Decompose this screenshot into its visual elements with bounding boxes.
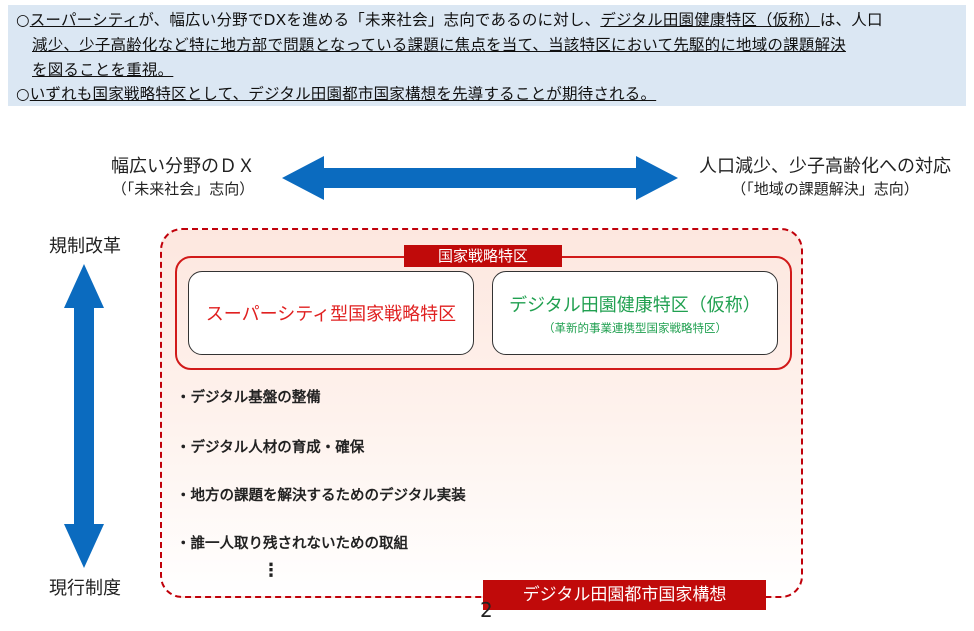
ellipsis-icon: ⋮	[262, 560, 280, 581]
summary-text: いずれも国家戦略特区として、デジタル田園都市国家構想を先導することが期待される。	[29, 85, 657, 103]
health-zone-box: デジタル田園健康特区（仮称） （革新的事業連携型国家戦略特区）	[492, 271, 778, 355]
summary-term-supercity: スーパーシティ	[29, 11, 139, 29]
bullet-item: ・地方の課題を解決するためのデジタル実装	[176, 488, 466, 504]
summary-line-2: 減少、少子高齢化など特に地方部で問題となっている課題に焦点を当て、当該特区におい…	[32, 35, 846, 55]
summary-term-health-zone: デジタル田園健康特区（仮称）	[600, 11, 820, 29]
summary-line-3: を図ることを重視。	[32, 60, 173, 80]
health-zone-sublabel: （革新的事業連携型国家戦略特区）	[543, 320, 727, 335]
circle-mark: ○	[16, 11, 30, 29]
summary-text: は、人口	[819, 11, 883, 29]
circle-mark: ○	[16, 85, 30, 103]
zone-label: 国家戦略特区	[404, 245, 562, 267]
summary-text: が、幅広い分野でDXを進める「未来社会」志向であるのに対し、	[138, 11, 601, 29]
axis-left-label: 幅広い分野のＤＸ	[111, 156, 255, 177]
bullet-item: ・誰一人取り残されないための取組	[176, 536, 408, 552]
summary-text: を図ることを重視。	[32, 61, 174, 79]
summary-line-1: ○スーパーシティが、幅広い分野でDXを進める「未来社会」志向であるのに対し、デジ…	[16, 10, 883, 30]
axis-right-label: 人口減少、少子高齢化への対応	[699, 156, 951, 177]
supercity-box: スーパーシティ型国家戦略特区	[188, 271, 474, 355]
digital-garden-city-label: デジタル田園都市国家構想	[483, 580, 766, 610]
axis-right-sublabel: （「地域の課題解決」志向）	[731, 180, 919, 198]
summary-box: ○スーパーシティが、幅広い分野でDXを進める「未来社会」志向であるのに対し、デジ…	[8, 5, 966, 106]
health-zone-label: デジタル田園健康特区（仮称）	[509, 294, 761, 316]
summary-line-4: ○いずれも国家戦略特区として、デジタル田園都市国家構想を先導することが期待される…	[16, 84, 656, 104]
bullet-item: ・デジタル人材の育成・確保	[176, 440, 365, 456]
axis-bottom-label: 現行制度	[49, 578, 121, 599]
summary-text: 減少、少子高齢化など特に地方部で問題となっている課題に焦点を当て、当該特区におい…	[32, 36, 846, 54]
supercity-label: スーパーシティ型国家戦略特区	[205, 304, 457, 325]
axis-left-sublabel: （「未来社会」志向）	[111, 180, 255, 198]
bullet-item: ・デジタル基盤の整備	[176, 390, 321, 406]
vertical-double-arrow-icon	[64, 264, 104, 568]
horizontal-double-arrow-icon	[282, 156, 678, 200]
page-number: 2	[480, 598, 493, 622]
axis-top-label: 規制改革	[49, 236, 121, 257]
